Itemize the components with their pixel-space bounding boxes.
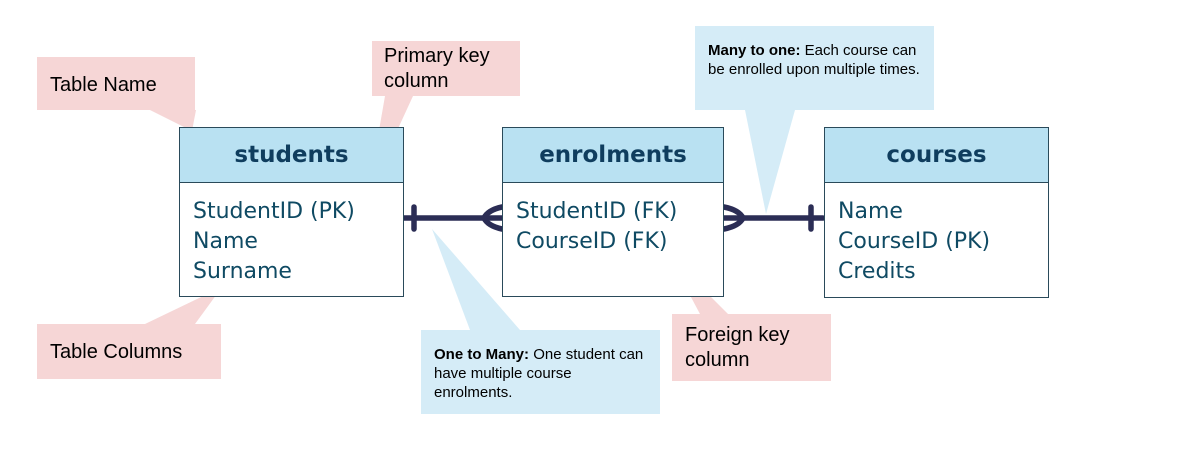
many-to-one-callout-tail [745,110,795,214]
one-to-many-callout: One to Many: One student can have multip… [421,330,660,414]
many-to-one-callout: Many to one: Each course can be enrolled… [695,26,934,110]
enrolments-table-header: enrolments [503,128,723,183]
table-name-callout-text: Table Name [50,74,157,96]
enrolments-table: enrolments StudentID (FK) CourseID (FK) [502,127,724,297]
many-to-one-title: Many to one: [708,42,801,59]
students-table-columns: StudentID (PK) Name Surname [180,183,403,287]
courses-table: courses Name CourseID (PK) Credits [824,127,1049,298]
courses-table-columns: Name CourseID (PK) Credits [825,183,1048,287]
foreign-key-callout: Foreign key column [672,314,831,381]
many-to-one-text: Each course can be enrolled upon multipl… [708,42,920,78]
table-columns-callout-text: Table Columns [50,341,183,363]
one-to-many-text: One student can have multiple course enr… [434,346,644,401]
courses-column: Credits [838,259,916,284]
students-column: Surname [193,259,292,284]
enrolments-table-columns: StudentID (FK) CourseID (FK) [503,183,723,257]
one-to-many-callout-tail [432,229,520,330]
primary-key-callout-text: Primary key column [384,45,490,92]
students-column: StudentID (PK) [193,199,355,224]
table-name-callout-tail [150,110,196,131]
table-name-callout: Table Name [37,57,195,110]
foreign-key-callout-text: Foreign key column [685,324,790,371]
primary-key-callout: Primary key column [372,41,520,96]
students-column: Name [193,229,258,254]
students-table: students StudentID (PK) Name Surname [179,127,404,297]
courses-column: Name [838,199,903,224]
enrolments-column: CourseID (FK) [516,229,668,254]
many-to-one-connector [720,204,826,232]
enrolments-column: StudentID (FK) [516,199,678,224]
courses-column: CourseID (PK) [838,229,991,254]
students-table-header: students [180,128,403,183]
table-columns-callout: Table Columns [37,324,221,379]
one-to-many-title: One to Many: [434,346,530,363]
one-to-many-connector [401,204,505,232]
courses-table-header: courses [825,128,1048,183]
